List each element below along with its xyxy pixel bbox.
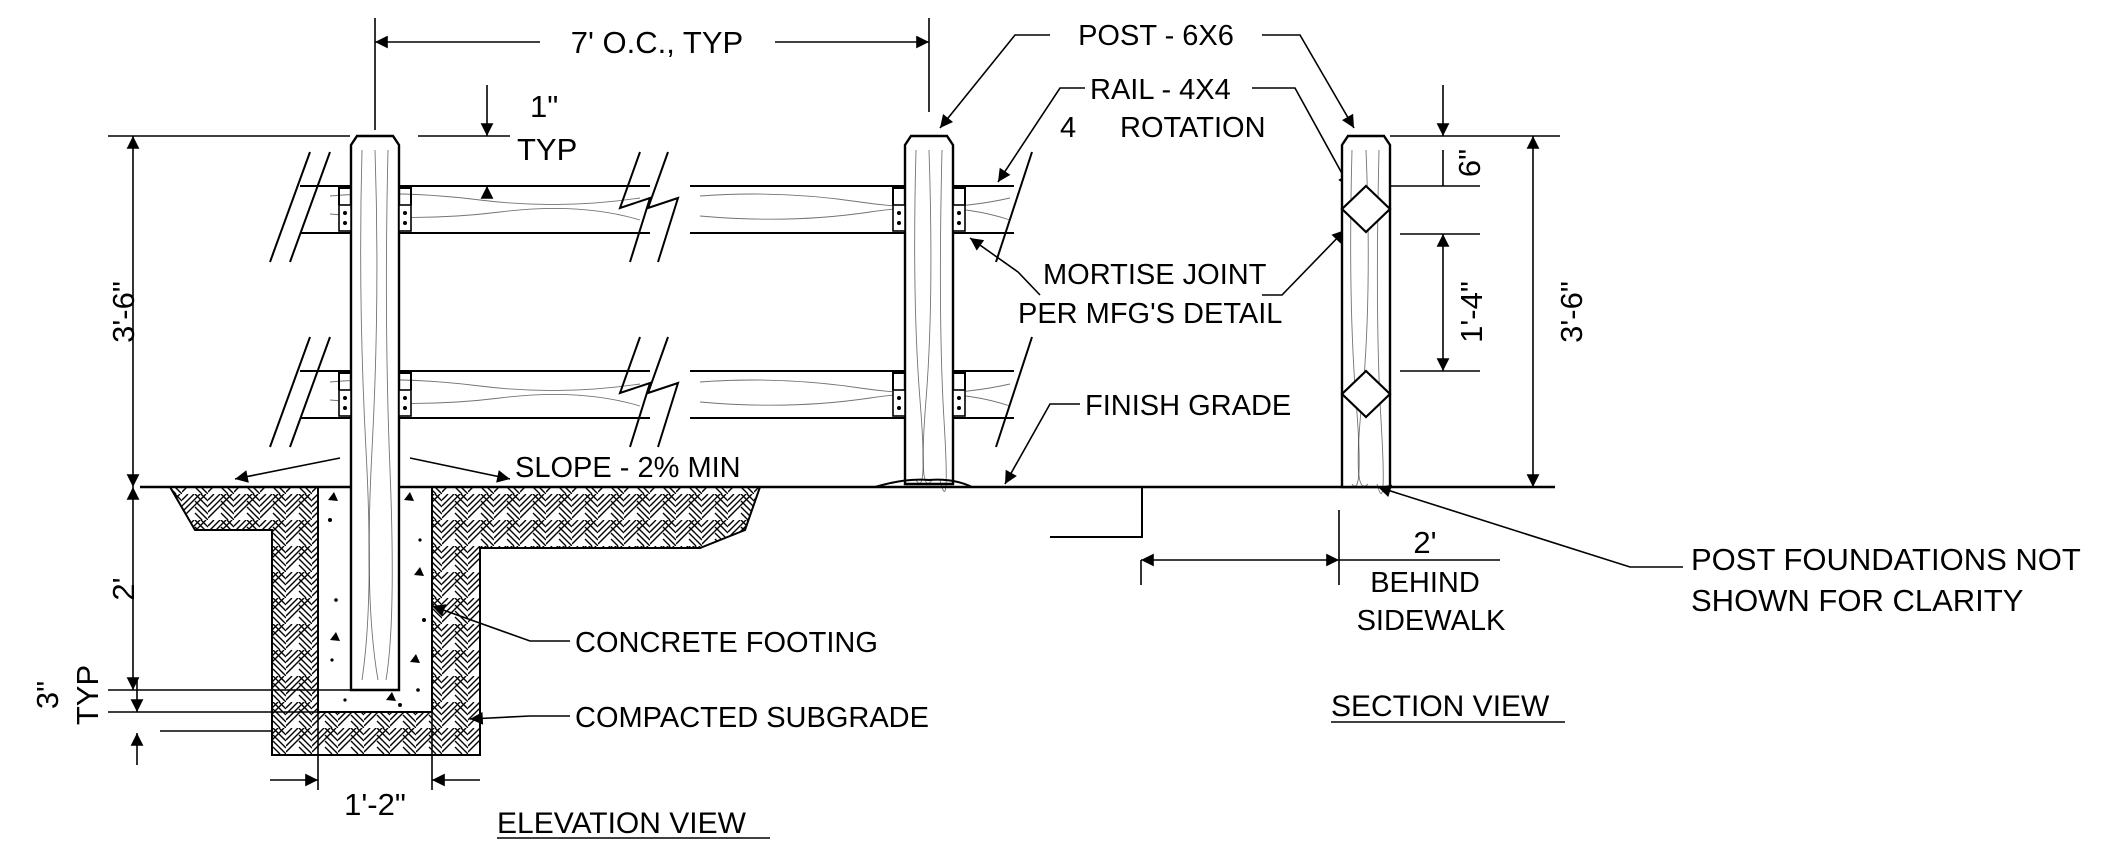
foundation-note-leader (1377, 484, 1683, 568)
section-dimensions (1390, 85, 1560, 488)
footing-leaders (431, 604, 570, 725)
foundation-note-line1: POST FOUNDATIONS NOT (1691, 542, 2081, 577)
post-spacing-dimension (374, 18, 930, 130)
base-dimension (108, 680, 318, 765)
mortise-brackets (338, 187, 966, 417)
mortise-label-line1: MORTISE JOINT (1043, 259, 1267, 291)
section-rail-spacing-label: 1'-4" (1454, 281, 1489, 343)
footing-width-dimension (270, 712, 480, 790)
footing-width-label: 1'-2" (344, 787, 406, 822)
behind-value-label: 2' (1413, 525, 1436, 560)
post-spacing-label: 7' O.C., TYP (571, 25, 743, 60)
elevation-height-label: 3'-6" (106, 281, 141, 343)
section-top-label: 6" (1452, 149, 1487, 177)
rail-rotation-number: 4 (1060, 112, 1076, 144)
section-rails (1340, 184, 1392, 419)
rail-rotation-label: ROTATION (1120, 112, 1266, 144)
rail-callout (997, 87, 1351, 189)
rail-label: RAIL - 4X4 (1090, 74, 1231, 106)
foundation-note-line2: SHOWN FOR CLARITY (1691, 583, 2023, 618)
sidewalk-edge (1050, 487, 1143, 538)
section-view: 6" 1'-4" 3'-6" 2' BEHIND SIDEWALK POST F… (1140, 85, 2081, 723)
section-view-title: SECTION VIEW (1331, 690, 1550, 723)
section-height-label: 3'-6" (1554, 281, 1589, 343)
behind-label-line1: BEHIND (1370, 567, 1480, 599)
gap-dimension (418, 85, 510, 199)
behind-sidewalk-dimension (1140, 510, 1500, 585)
embed-depth-label: 2' (106, 577, 141, 600)
behind-label-line2: SIDEWALK (1357, 605, 1506, 637)
finish-grade-callout (1004, 403, 1080, 485)
compacted-subgrade-label: COMPACTED SUBGRADE (575, 702, 929, 734)
elevation-height-dimension (108, 135, 350, 488)
gap-typ-label: TYP (517, 132, 577, 167)
mortise-label-line2: PER MFG'S DETAIL (1018, 298, 1282, 330)
left-post (349, 134, 401, 692)
finish-grade-label: FINISH GRADE (1085, 390, 1291, 422)
embed-depth-dimension (108, 486, 350, 691)
post-label: POST - 6X6 (1078, 20, 1234, 52)
concrete-footing-label: CONCRETE FOOTING (575, 627, 878, 659)
slope-arrows (234, 457, 511, 483)
middle-post (874, 134, 973, 492)
post-callout (939, 34, 1355, 129)
elevation-view-title: ELEVATION VIEW (497, 807, 747, 840)
elevation-view: 7' O.C., TYP 1" TYP 3'-6" 2' 3" TYP (30, 18, 1555, 840)
concrete-aggregate (328, 492, 426, 707)
mortise-callout (969, 229, 1346, 296)
base-value-label: 3" (30, 681, 65, 709)
slope-label: SLOPE - 2% MIN (515, 452, 741, 484)
base-typ-label: TYP (70, 665, 105, 725)
gap-value-label: 1" (530, 89, 558, 124)
